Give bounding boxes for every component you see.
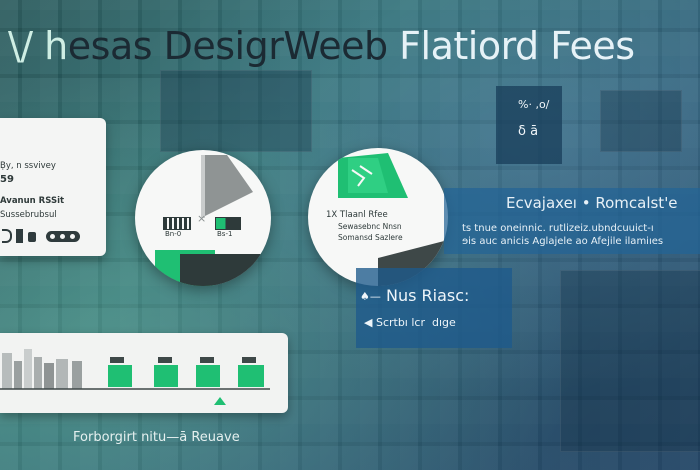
circle-left-label: Bs-1 <box>217 230 233 238</box>
background-shelf <box>600 90 682 152</box>
panel-mid-title: Nus Riasc: <box>386 286 470 305</box>
block-icon <box>28 232 36 242</box>
bottom-card-graphic <box>0 349 270 405</box>
panel-right-feature: Ecvajaxeı • Romcalst'e ts tnue oneinnic.… <box>444 188 700 254</box>
bottom-dashboard-card <box>0 333 288 413</box>
left-info-card: B̩y, n ssvivey 59 Avanun RSSit Sussebrub… <box>0 118 106 256</box>
headline-part-c: Flatiord Fees <box>387 24 635 68</box>
barcode-icon <box>163 217 191 230</box>
battery-icon <box>215 217 241 230</box>
left-card-line: Avanun RSSit <box>0 196 65 206</box>
background-shelf <box>160 70 312 152</box>
circle-right-line: Sewasebnc Nnsn <box>338 222 402 231</box>
panel-top-line: %· ,o∕ <box>518 98 550 111</box>
panel-mid-subtitle: ◀ Scrtbı lcr dıge <box>364 316 456 329</box>
headline-part-a: \/ h <box>8 24 68 68</box>
panel-right-title: Ecvajaxeı • Romcalst'e <box>506 194 678 212</box>
left-card-icon-row <box>0 229 100 245</box>
circle-right-line: Somansd Sazlere <box>338 233 403 242</box>
panel-top-line: δ ā <box>518 124 539 139</box>
left-card-line: B̩y, n ssvivey <box>0 161 56 171</box>
bar-icon <box>16 229 23 243</box>
panel-right-line: ɘis auc anicis Aglajele ao Afejile ilami… <box>462 236 664 247</box>
panel-mid-feature: ♠— Nus Riasc: ◀ Scrtbı lcr dıge <box>356 268 512 348</box>
panel-right-line: ts tnue oneinnic. rutlizeiz.ubndcuuict-ı <box>462 223 654 234</box>
left-card-line: 59 <box>0 174 14 185</box>
circle-card-left: × Bn-0 Bs-1 <box>135 150 271 286</box>
background-shelf <box>560 270 700 452</box>
panel-mid-icon: ♠— <box>360 290 381 303</box>
circle-right-line: 1X Tlaanl Rfee <box>326 210 388 220</box>
headline-part-b: esas DesigrWeeb <box>67 24 388 68</box>
bottom-caption: Forborgirt nitu—ā Reuave <box>73 430 240 445</box>
dot-icon <box>70 234 75 239</box>
left-card-line: Sussebrubsul <box>0 210 57 220</box>
page-headline: \/ hesas DesigrWeeb Flatiord Fees <box>8 22 698 70</box>
pie-graphic <box>155 155 270 286</box>
chart-icon <box>2 229 12 243</box>
panel-top-tile: %· ,o∕ δ ā <box>496 86 562 164</box>
circle-card-right: 1X Tlaanl Rfee Sewasebnc Nnsn Somansd Sa… <box>308 148 448 286</box>
circle-left-label: Bn-0 <box>165 230 182 238</box>
dot-icon <box>50 234 55 239</box>
dot-icon <box>60 234 65 239</box>
cross-icon: × <box>197 212 207 225</box>
